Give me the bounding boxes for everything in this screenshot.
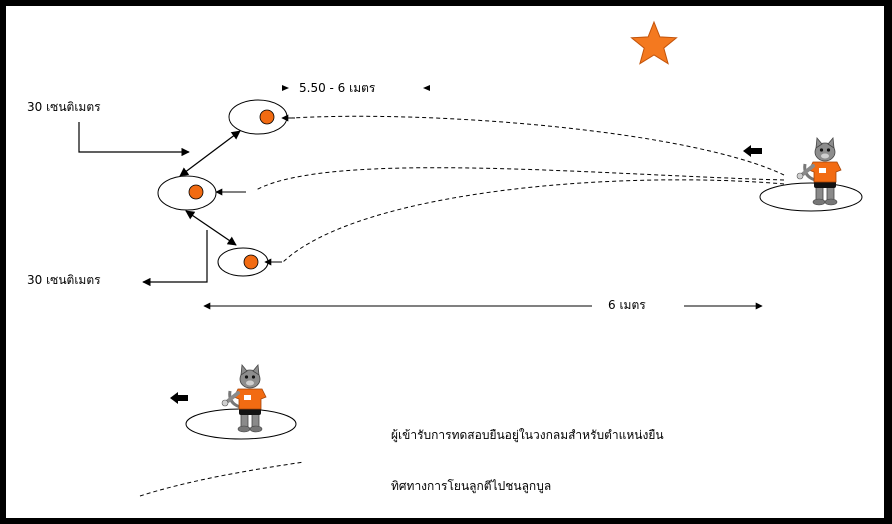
target-circle-bottom	[217, 247, 269, 277]
legend-player	[170, 363, 297, 440]
leader-line-top	[78, 122, 190, 157]
player-main	[743, 136, 863, 212]
target-circle-top	[228, 99, 288, 135]
distance-arrow-top-right	[423, 85, 430, 91]
label-throw-distance: 6 เมตร	[608, 298, 646, 312]
legend-throw-path-text: ทิศทางการโยนลูกตีไปชนลูกบูล	[391, 479, 552, 493]
throw-path-bottom	[282, 179, 785, 263]
target-circle-middle	[157, 175, 217, 211]
arrow-left-icon	[743, 145, 762, 157]
label-circle-size-bottom: 30 เซนติเมตร	[27, 273, 101, 287]
label-distance-between-circles: 5.50 - 6 เมตร	[299, 81, 376, 95]
spacing-arrow-upper	[179, 130, 241, 177]
legend-throw-path-line	[139, 461, 305, 497]
legend-player-circle-text: ผู้เข้ารับการทดสอบยืนอยู่ในวงกลมสำหรับตำ…	[391, 428, 664, 442]
label-circle-size-top: 30 เซนติเมตร	[27, 100, 101, 114]
spacing-arrow-lower	[185, 210, 237, 246]
star-icon	[630, 20, 678, 65]
distance-arrow-top-left	[282, 85, 289, 91]
cat-player-icon	[795, 136, 843, 207]
throw-path-top	[291, 115, 785, 176]
cat-player-icon	[220, 363, 268, 434]
leader-line-bottom	[142, 230, 208, 287]
arrow-left-icon	[170, 392, 188, 404]
player-stand-circle-main	[759, 182, 863, 212]
throw-path-middle	[255, 167, 785, 191]
